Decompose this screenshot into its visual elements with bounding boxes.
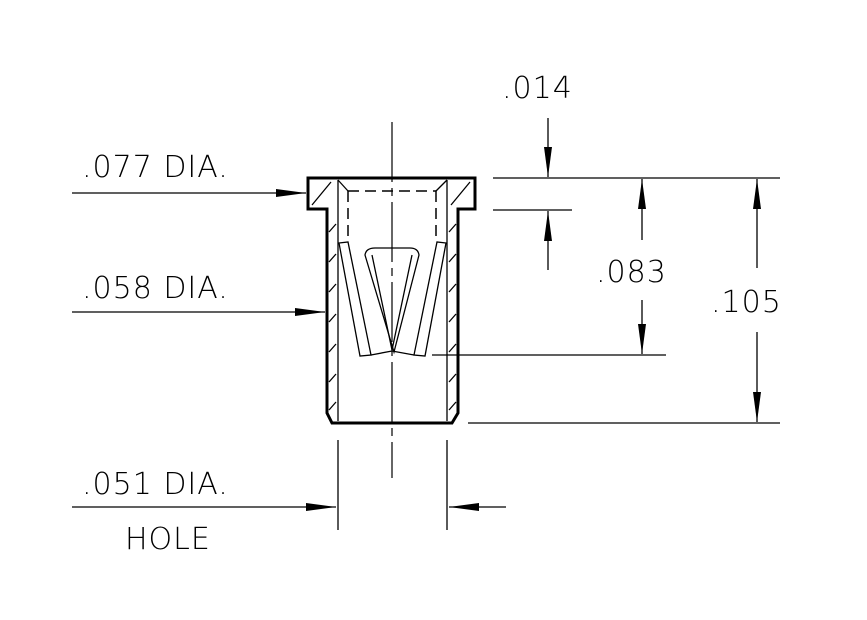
flange-dia-label: .077 DIA.	[82, 150, 229, 185]
insert-part	[306, 176, 477, 425]
flange-thickness-label: .014	[502, 71, 573, 106]
body-dia-label: .058 DIA.	[82, 271, 229, 306]
hole-word-label: HOLE	[125, 522, 211, 557]
hole-dia-label: .051 DIA.	[82, 467, 229, 502]
overall-length-label: .105	[711, 285, 782, 320]
dimension-lines	[72, 118, 780, 530]
slot-depth-label: .083	[596, 255, 667, 290]
